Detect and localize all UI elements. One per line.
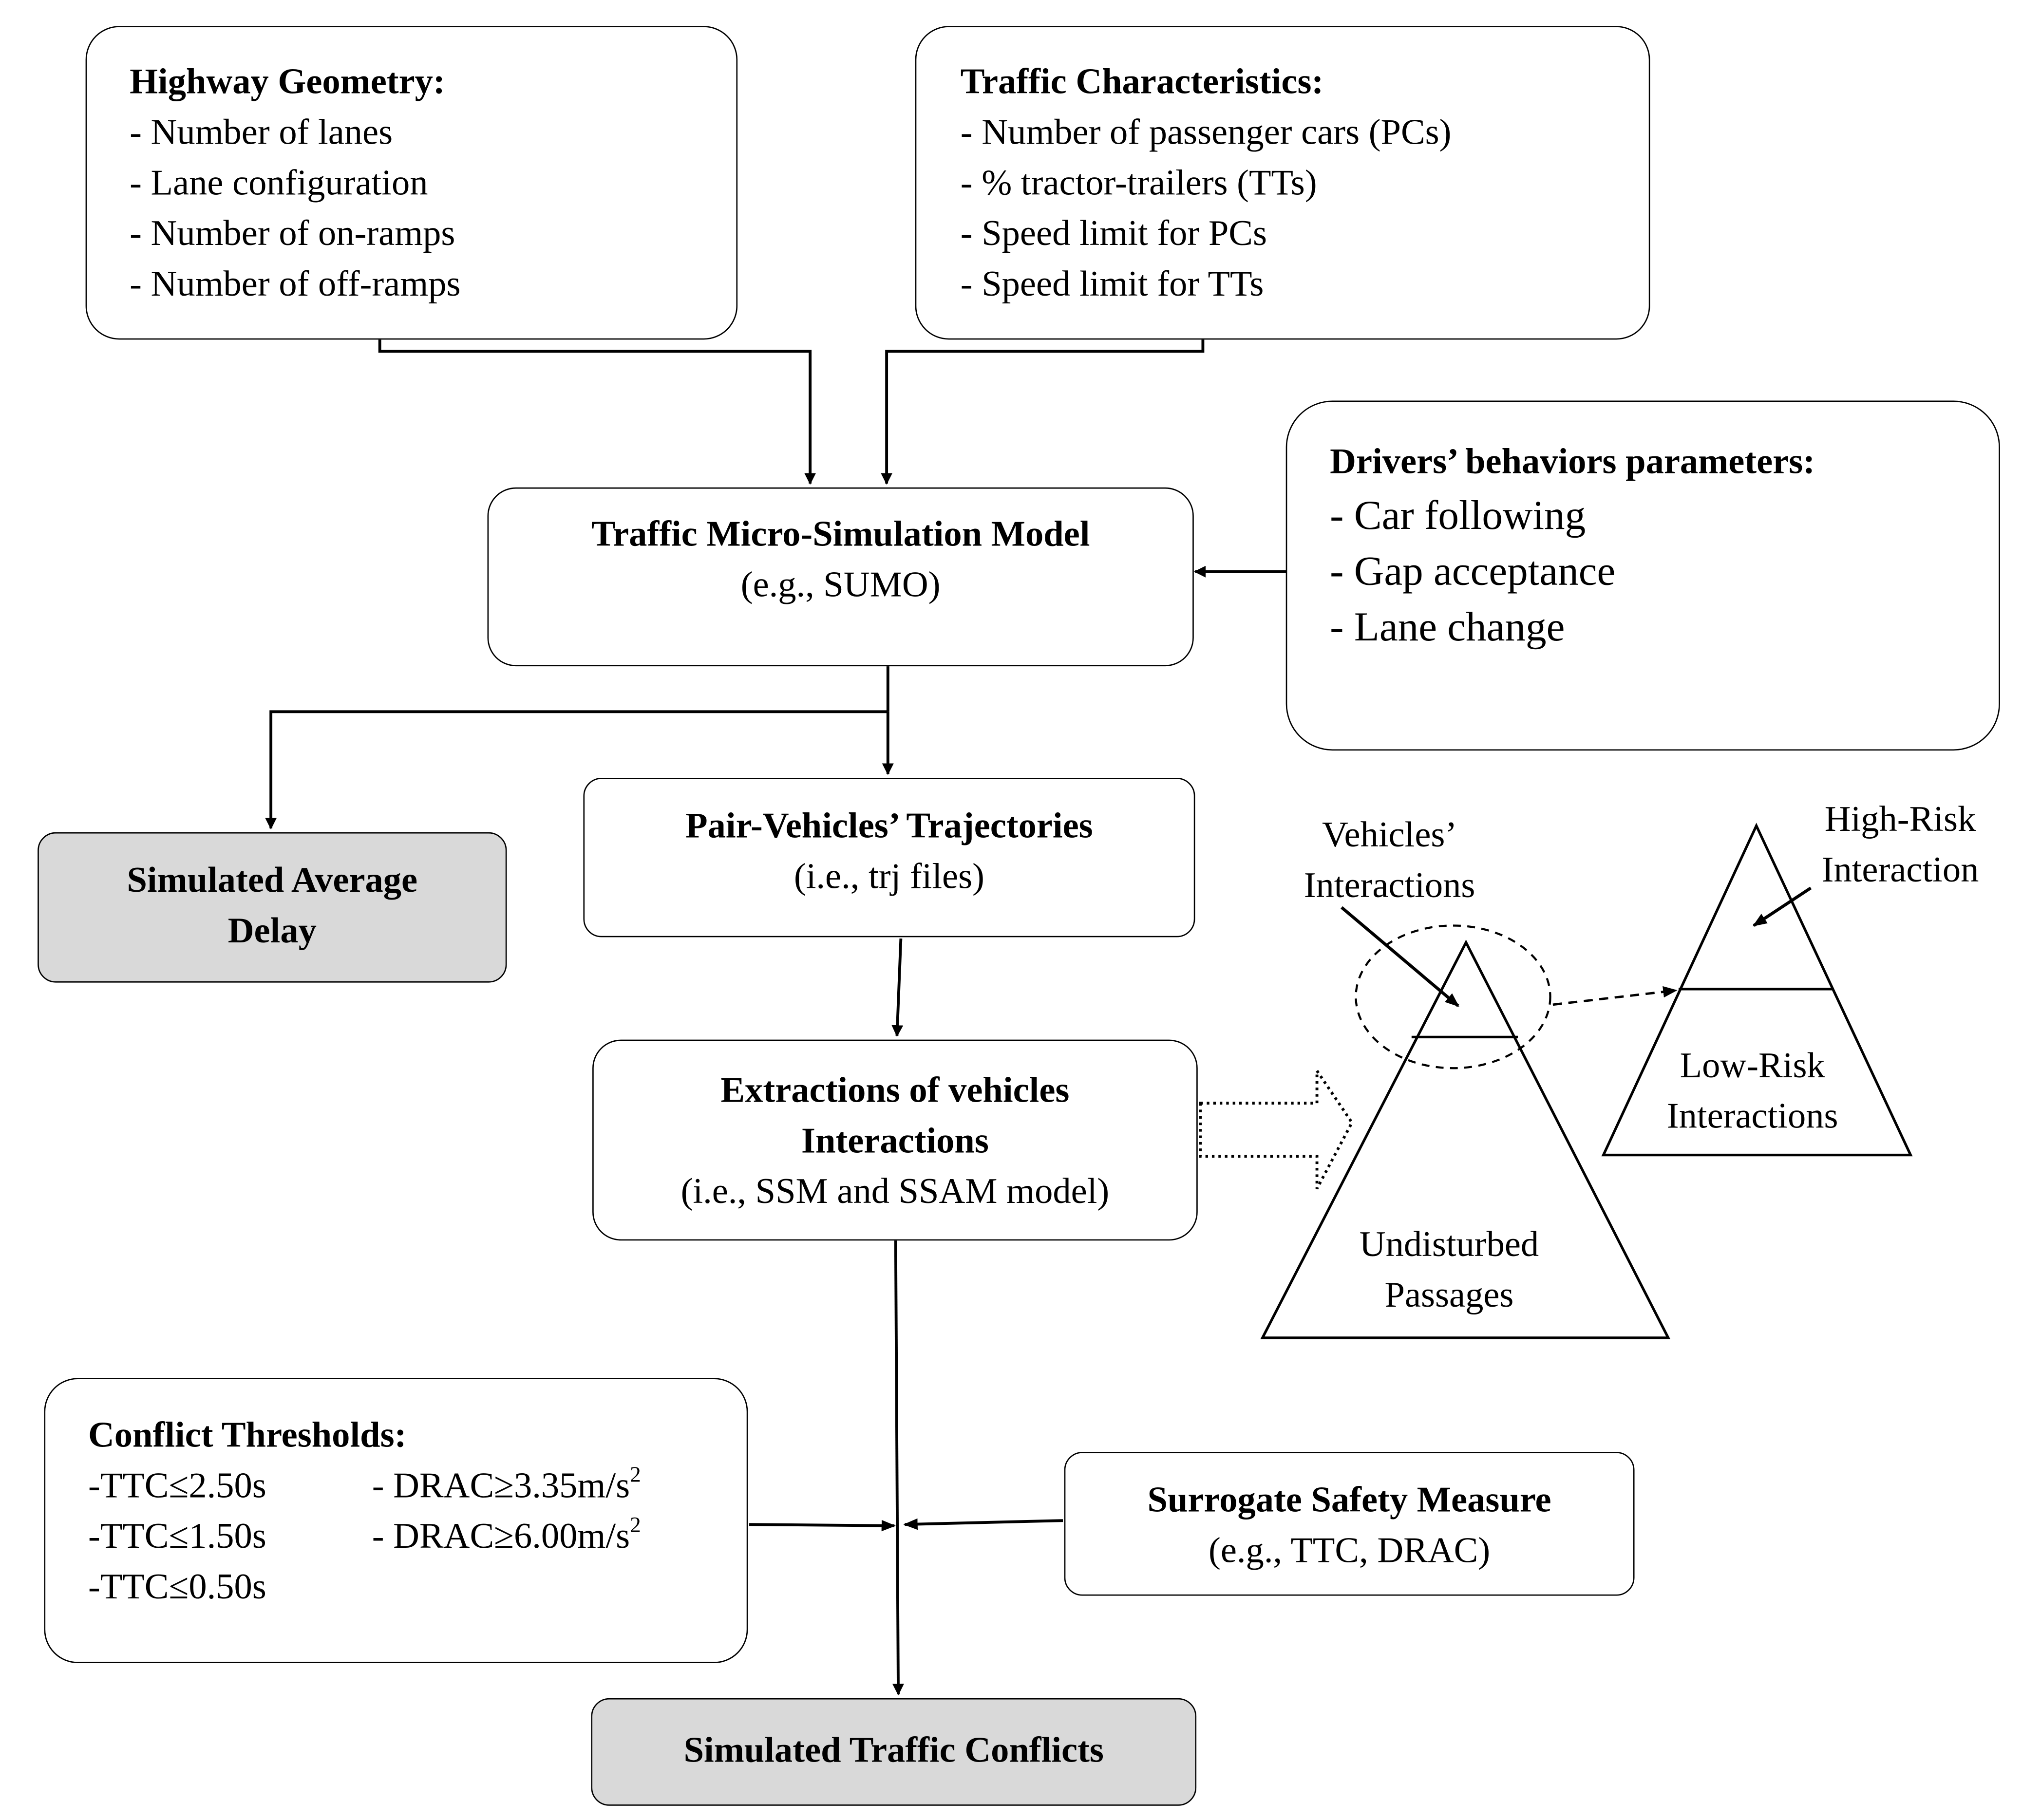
arrow-traffic-to-model bbox=[881, 339, 1205, 485]
ttc-threshold: -TTC≤1.50s bbox=[88, 1517, 266, 1557]
drivers-behaviors-title: Drivers’ behaviors parameters: bbox=[1330, 442, 1815, 483]
dotted-block-arrow bbox=[1199, 1066, 1354, 1190]
large-pyramid bbox=[1260, 939, 1671, 1339]
surrogate-safety-subtitle: (e.g., TTC, DRAC) bbox=[1209, 1531, 1491, 1571]
arrow-model-to-delay bbox=[265, 710, 888, 830]
pair-trajectories-box: Pair-Vehicles’ Trajectories (i.e., trj f… bbox=[583, 778, 1195, 938]
conflict-thresholds-title: Conflict Thresholds: bbox=[88, 1415, 407, 1456]
micro-simulation-subtitle: (e.g., SUMO) bbox=[740, 565, 941, 606]
micro-simulation-box: Traffic Micro-Simulation Model (e.g., SU… bbox=[487, 487, 1194, 667]
drivers-behaviors-item: - Car following bbox=[1330, 491, 1586, 538]
conflict-thresholds-box: Conflict Thresholds: -TTC≤2.50s -TTC≤1.5… bbox=[44, 1378, 748, 1663]
traffic-characteristics-item: - Speed limit for TTs bbox=[960, 264, 1264, 305]
high-risk-label: High-Risk bbox=[1824, 800, 1976, 840]
extractions-box: Extractions of vehicles Interactions (i.… bbox=[592, 1039, 1198, 1241]
ttc-threshold: -TTC≤2.50s bbox=[88, 1466, 266, 1506]
traffic-characteristics-item: - Number of passenger cars (PCs) bbox=[960, 113, 1452, 153]
high-risk-label: Interaction bbox=[1821, 850, 1979, 891]
low-risk-label: Interactions bbox=[1666, 1096, 1838, 1137]
extractions-subtitle: (i.e., SSM and SSAM model) bbox=[680, 1172, 1110, 1212]
dashed-arrow-to-small-pyramid bbox=[1552, 986, 1678, 1006]
low-risk-label: Low-Risk bbox=[1680, 1046, 1825, 1087]
drivers-behaviors-box: Drivers’ behaviors parameters: - Car fol… bbox=[1285, 400, 2000, 751]
traffic-characteristics-item: - Speed limit for PCs bbox=[960, 214, 1267, 254]
highway-geometry-item: - Lane configuration bbox=[130, 163, 428, 204]
surrogate-safety-title: Surrogate Safety Measure bbox=[1147, 1480, 1551, 1521]
ttc-threshold: -TTC≤0.50s bbox=[88, 1567, 266, 1608]
highway-geometry-box: Highway Geometry: - Number of lanes - La… bbox=[85, 26, 738, 340]
simulated-delay-line: Simulated Average bbox=[127, 861, 418, 901]
highway-geometry-title: Highway Geometry: bbox=[130, 62, 445, 103]
simulated-delay-line: Delay bbox=[227, 911, 317, 952]
surrogate-safety-box: Surrogate Safety Measure (e.g., TTC, DRA… bbox=[1064, 1452, 1635, 1596]
vehicles-interactions-label: Vehicles’ bbox=[1322, 815, 1457, 856]
drivers-behaviors-item: - Gap acceptance bbox=[1330, 547, 1616, 594]
drac-threshold: - DRAC≥6.00m/s2 bbox=[372, 1513, 641, 1557]
pair-trajectories-title: Pair-Vehicles’ Trajectories bbox=[685, 806, 1093, 847]
simulated-conflicts-title: Simulated Traffic Conflicts bbox=[683, 1730, 1104, 1771]
undisturbed-passages-label: Undisturbed bbox=[1359, 1225, 1539, 1265]
traffic-characteristics-box: Traffic Characteristics: - Number of pas… bbox=[915, 26, 1650, 340]
small-pyramid bbox=[1601, 823, 1913, 1157]
arrow-trajectories-to-extraction bbox=[891, 938, 904, 1037]
extractions-line: Extractions of vehicles bbox=[720, 1070, 1070, 1111]
arrow-geometry-to-model bbox=[378, 339, 816, 485]
extractions-line: Interactions bbox=[801, 1121, 989, 1162]
drac-threshold: - DRAC≥3.35m/s2 bbox=[372, 1462, 641, 1506]
traffic-characteristics-item: - % tractor-trailers (TTs) bbox=[960, 163, 1317, 204]
highway-geometry-item: - Number of on-ramps bbox=[130, 214, 455, 254]
arrow-high-risk-label bbox=[1752, 886, 1812, 927]
highway-geometry-item: - Number of lanes bbox=[130, 113, 393, 153]
arrow-extraction-to-conflicts bbox=[892, 1240, 904, 1696]
arrow-thresholds-to-main bbox=[749, 1520, 896, 1532]
pair-trajectories-subtitle: (i.e., trj files) bbox=[794, 857, 984, 897]
vehicles-interactions-label: Interactions bbox=[1304, 866, 1475, 906]
highway-geometry-item: - Number of off-ramps bbox=[130, 264, 461, 305]
micro-simulation-title: Traffic Micro-Simulation Model bbox=[591, 514, 1090, 555]
traffic-characteristics-title: Traffic Characteristics: bbox=[960, 62, 1324, 103]
arrow-vehicle-interactions-label bbox=[1341, 906, 1459, 1007]
dashed-focus-ellipse bbox=[1355, 924, 1551, 1069]
undisturbed-passages-label: Passages bbox=[1384, 1276, 1514, 1316]
arrow-surrogate-to-main bbox=[903, 1518, 1063, 1530]
simulated-delay-box: Simulated Average Delay bbox=[38, 832, 507, 983]
drivers-behaviors-item: - Lane change bbox=[1330, 602, 1565, 650]
simulated-conflicts-box: Simulated Traffic Conflicts bbox=[591, 1698, 1197, 1806]
